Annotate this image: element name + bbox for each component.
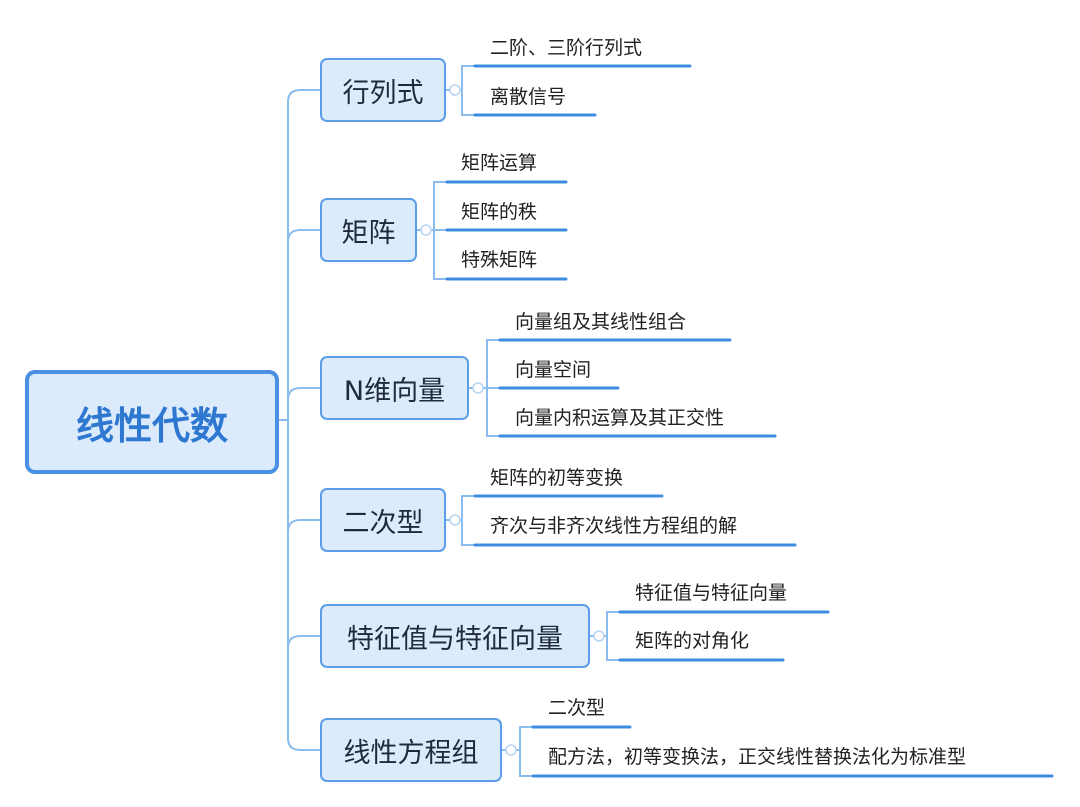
leaf-node[interactable]: 向量组及其线性组合 (515, 311, 687, 333)
branch-node[interactable]: 特征值与特征向量 (320, 604, 590, 668)
collapse-toggle (449, 514, 461, 526)
leaf-node[interactable]: 矩阵运算 (461, 152, 538, 174)
root-node[interactable]: 线性代数 (25, 370, 279, 474)
leaf-node[interactable]: 配方法，初等变换法，正交线性替换法化为标准型 (548, 746, 967, 768)
branch-node[interactable]: 二次型 (320, 488, 446, 552)
collapse-toggle (505, 744, 517, 756)
branch-node[interactable]: N维向量 (320, 356, 469, 420)
collapse-toggle (472, 382, 484, 394)
leaf-node[interactable]: 矩阵的对角化 (635, 630, 750, 652)
leaf-node[interactable]: 矩阵的秩 (461, 201, 538, 223)
leaf-node[interactable]: 离散信号 (490, 86, 567, 108)
leaf-node[interactable]: 二阶、三阶行列式 (490, 37, 643, 59)
leaf-node[interactable]: 向量空间 (515, 359, 592, 381)
leaf-node[interactable]: 特殊矩阵 (461, 249, 538, 271)
collapse-toggle (593, 630, 605, 642)
collapse-toggle (420, 224, 432, 236)
leaf-node[interactable]: 齐次与非齐次线性方程组的解 (490, 515, 738, 537)
branch-node[interactable]: 行列式 (320, 58, 446, 122)
collapse-toggle (449, 84, 461, 96)
leaf-node[interactable]: 二次型 (548, 697, 606, 719)
branch-node[interactable]: 矩阵 (320, 198, 417, 262)
leaf-node[interactable]: 向量内积运算及其正交性 (515, 407, 725, 429)
leaf-node[interactable]: 矩阵的初等变换 (490, 467, 624, 489)
leaf-node[interactable]: 特征值与特征向量 (635, 582, 788, 604)
branch-node[interactable]: 线性方程组 (320, 718, 502, 782)
root-label: 线性代数 (75, 403, 228, 448)
